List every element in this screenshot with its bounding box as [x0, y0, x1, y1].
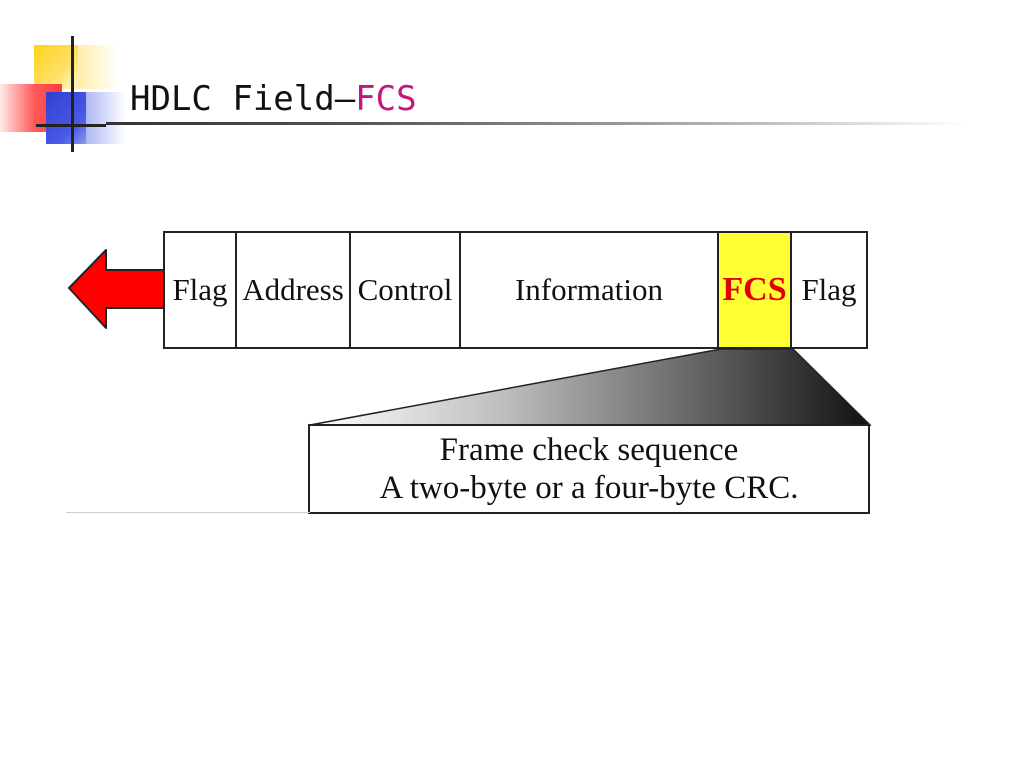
fcs-description-line1: Frame check sequence	[439, 432, 739, 468]
field-flag-start: Flag	[163, 231, 237, 349]
slide-title-main: HDLC Field—	[130, 79, 356, 119]
decoration-blue-fade	[86, 92, 126, 144]
field-fcs: FCS	[719, 231, 792, 349]
field-address: Address	[237, 231, 351, 349]
diagram-graphics	[68, 249, 872, 426]
hdlc-frame-diagram: Flag Address Control Information FCS Fla…	[66, 228, 872, 518]
title-underline	[106, 122, 966, 125]
fcs-zoom-wedge	[309, 348, 872, 426]
diagram-baseline	[66, 512, 310, 513]
decoration-yellow-fade	[78, 45, 118, 89]
decoration-blue-square	[46, 92, 86, 144]
decoration-yellow-square	[34, 45, 78, 89]
fcs-description-box: Frame check sequence A two-byte or a fou…	[308, 424, 870, 514]
slide-title-accent: FCS	[355, 79, 417, 119]
decoration-horizontal-line	[36, 124, 106, 127]
field-flag-end: Flag	[792, 231, 868, 349]
fcs-description-line2: A two-byte or a four-byte CRC.	[379, 470, 799, 506]
slide-title: HDLC Field—FCS	[130, 76, 417, 122]
hdlc-frame: Flag Address Control Information FCS Fla…	[163, 231, 868, 349]
left-arrow-icon	[68, 249, 165, 329]
decoration-vertical-line	[71, 36, 74, 152]
field-control: Control	[351, 231, 461, 349]
field-information: Information	[461, 231, 719, 349]
